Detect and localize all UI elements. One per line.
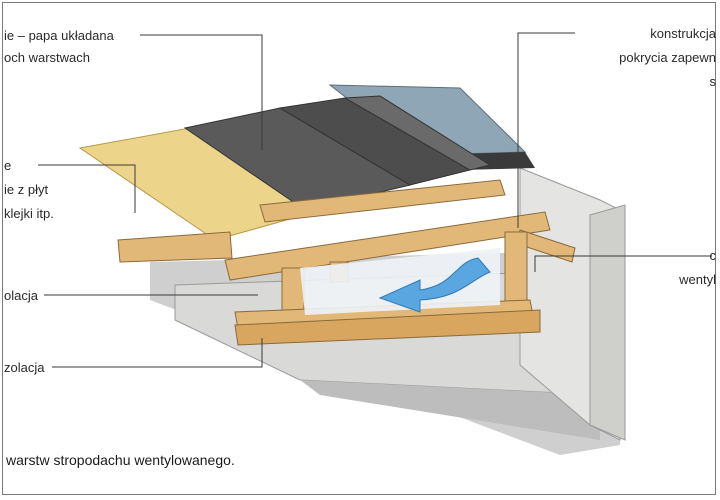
beam-lower-front	[234, 309, 541, 346]
batten-left-1	[117, 231, 233, 263]
label-top-right-1: konstrukcja	[650, 26, 716, 41]
label-top-left-2: och warstwach	[4, 50, 90, 65]
label-insulation-lower: zolacja	[4, 360, 45, 375]
figure-caption: warstw stropodachu wentylowanego.	[6, 452, 235, 468]
label-top-right-3: s	[709, 74, 717, 89]
wall-side	[589, 204, 626, 441]
batten-upper-1	[259, 179, 506, 223]
leader-lines	[38, 32, 712, 368]
label-mid-right-1: c	[709, 248, 717, 263]
batten-upper-2	[224, 211, 551, 281]
leader-mid-left	[38, 164, 136, 213]
label-top-left-1: ie – papa układana	[4, 28, 114, 43]
label-mid-left-3: klejki itp.	[4, 206, 54, 221]
leader-top-right	[517, 32, 575, 228]
leader-mid-right	[534, 255, 712, 272]
leader-top-left	[140, 34, 263, 150]
air-gap	[300, 248, 500, 315]
label-top-right-2: pokrycia zapewn	[619, 50, 716, 65]
roofing-felt-strip-3	[343, 95, 492, 171]
airflow-arrow	[378, 257, 491, 313]
slab-bottom-hatch	[300, 380, 600, 440]
label-mid-left-2: ie z płyt	[4, 182, 49, 197]
label-mid-left-1: e	[4, 158, 12, 173]
label-insulation-upper: olacja	[4, 288, 38, 303]
frame-border	[2, 2, 716, 495]
leader-insulation-lower	[52, 338, 263, 368]
label-mid-right-2: wentyl	[679, 272, 716, 287]
